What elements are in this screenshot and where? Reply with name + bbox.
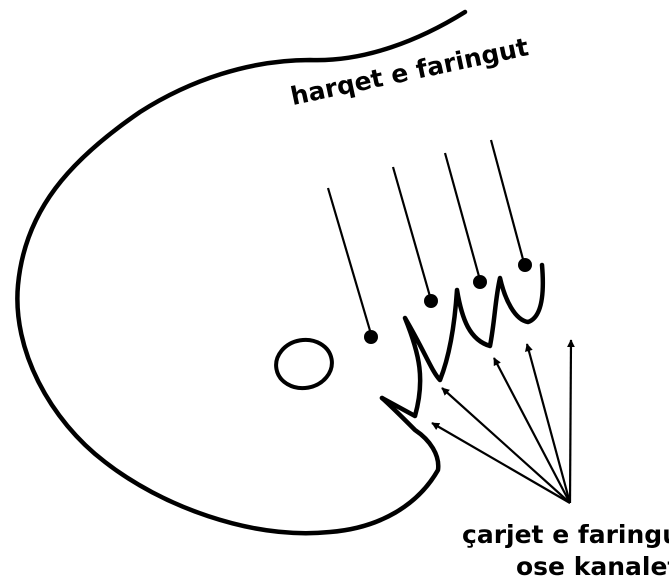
arch-dot-4 [518, 258, 532, 272]
cleft-arrow-4 [527, 344, 570, 503]
arch-dot-1 [364, 330, 378, 344]
pharyngeal-clefts-sublabel: ose kanalet [516, 552, 669, 581]
arch-dot-3 [473, 275, 487, 289]
eye-placode [272, 336, 335, 393]
pharyngeal-clefts-label: çarjet e faringut [462, 520, 669, 549]
pharyngeal-arches-contour [382, 265, 543, 416]
cleft-arrow-5 [570, 340, 571, 503]
arch-dot-2 [424, 294, 438, 308]
arch-leader-1 [328, 188, 371, 334]
cleft-arrows [432, 340, 571, 503]
cleft-arrow-2 [442, 388, 570, 503]
embryo-outline [17, 12, 465, 533]
arch-leader-4 [491, 140, 524, 263]
arch-leader-2 [393, 167, 431, 300]
arch-leader-3 [445, 153, 480, 280]
